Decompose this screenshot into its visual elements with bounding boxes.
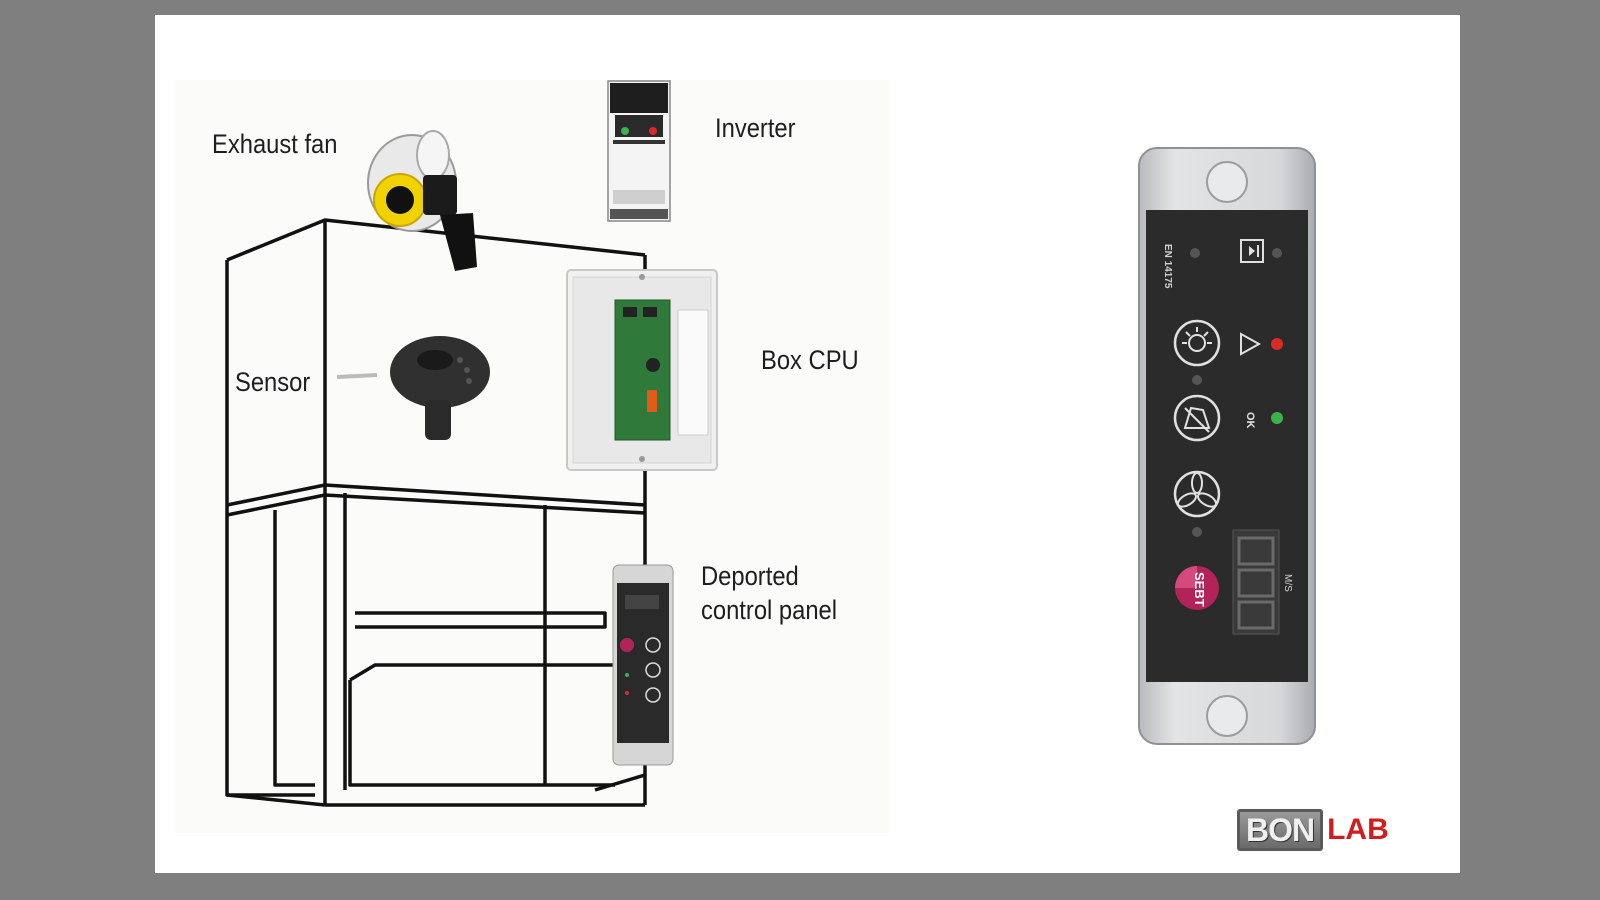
alarm-icon[interactable]	[1173, 394, 1221, 442]
top-screw-hole	[1206, 161, 1248, 203]
ok-led	[1271, 412, 1283, 424]
logo-prefix: BON	[1246, 811, 1315, 848]
small-control-panel-icon	[612, 564, 674, 766]
warning-icon	[1240, 332, 1283, 356]
unit-label: M/S	[1282, 574, 1293, 592]
sensor-icon	[336, 336, 490, 440]
alarm-led	[1271, 338, 1283, 350]
panel-face	[1146, 210, 1308, 682]
standby-icon[interactable]	[1190, 239, 1282, 263]
ok-label: OK	[1244, 412, 1256, 429]
standard-text: EN 14175	[1162, 244, 1173, 289]
control-panel: EN 14175	[1137, 146, 1317, 751]
sensor-label: Sensor	[235, 367, 311, 397]
deported-label-line1: Deported	[701, 561, 799, 591]
box-cpu-icon	[566, 269, 718, 471]
light-icon[interactable]	[1173, 319, 1221, 367]
exhaust-fan-icon	[367, 130, 477, 271]
fan-icon[interactable]	[1173, 470, 1221, 518]
deported-label-line2: control panel	[701, 595, 838, 625]
airflow-display	[1232, 529, 1280, 635]
inverter-label: Inverter	[715, 113, 796, 143]
logo-suffix: LAB	[1327, 813, 1389, 846]
svg-text:SEBT: SEBT	[1192, 572, 1207, 607]
exhaust-fan-label: Exhaust fan	[212, 129, 338, 159]
bottom-screw-hole	[1206, 695, 1248, 737]
bonlab-logo: BON LAB	[1237, 809, 1389, 851]
box-cpu-label: Box CPU	[761, 345, 859, 375]
brand-badge: SEBT	[1175, 566, 1219, 610]
inverter-icon	[607, 80, 671, 222]
cabinet-diagram	[175, 80, 890, 833]
